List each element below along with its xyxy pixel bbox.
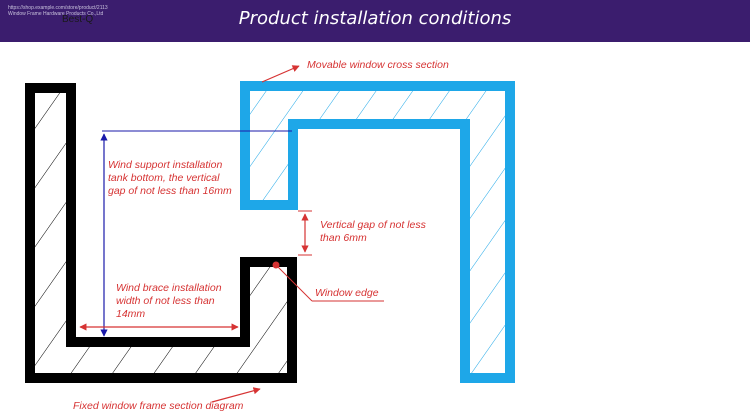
- header-banner: https://shop.example.com/store/product/2…: [0, 0, 750, 42]
- window-edge-leader: [276, 265, 313, 302]
- movable-arrow: [261, 65, 300, 83]
- brand-name: Best-Q: [62, 14, 94, 25]
- fixed-frame-arrow: [211, 387, 261, 403]
- label-wind-brace: Wind brace installation width of not les…: [116, 282, 224, 320]
- label-window-edge: Window edge: [315, 287, 379, 299]
- label-vertical-gap: Vertical gap of not less than 6mm: [320, 219, 429, 244]
- label-fixed-frame: Fixed window frame section diagram: [73, 400, 244, 412]
- brand-url: https://shop.example.com/store/product/2…: [8, 5, 108, 11]
- page-title: Product installation conditions: [238, 8, 512, 29]
- brand-company: Window Frame Hardware Products Co.,Ltd: [8, 11, 104, 17]
- label-wind-support: Wind support installation tank bottom, t…: [108, 159, 232, 197]
- label-movable-window: Movable window cross section: [307, 59, 449, 71]
- fixed-frame-section: [25, 83, 297, 383]
- movable-window-section: [240, 81, 515, 383]
